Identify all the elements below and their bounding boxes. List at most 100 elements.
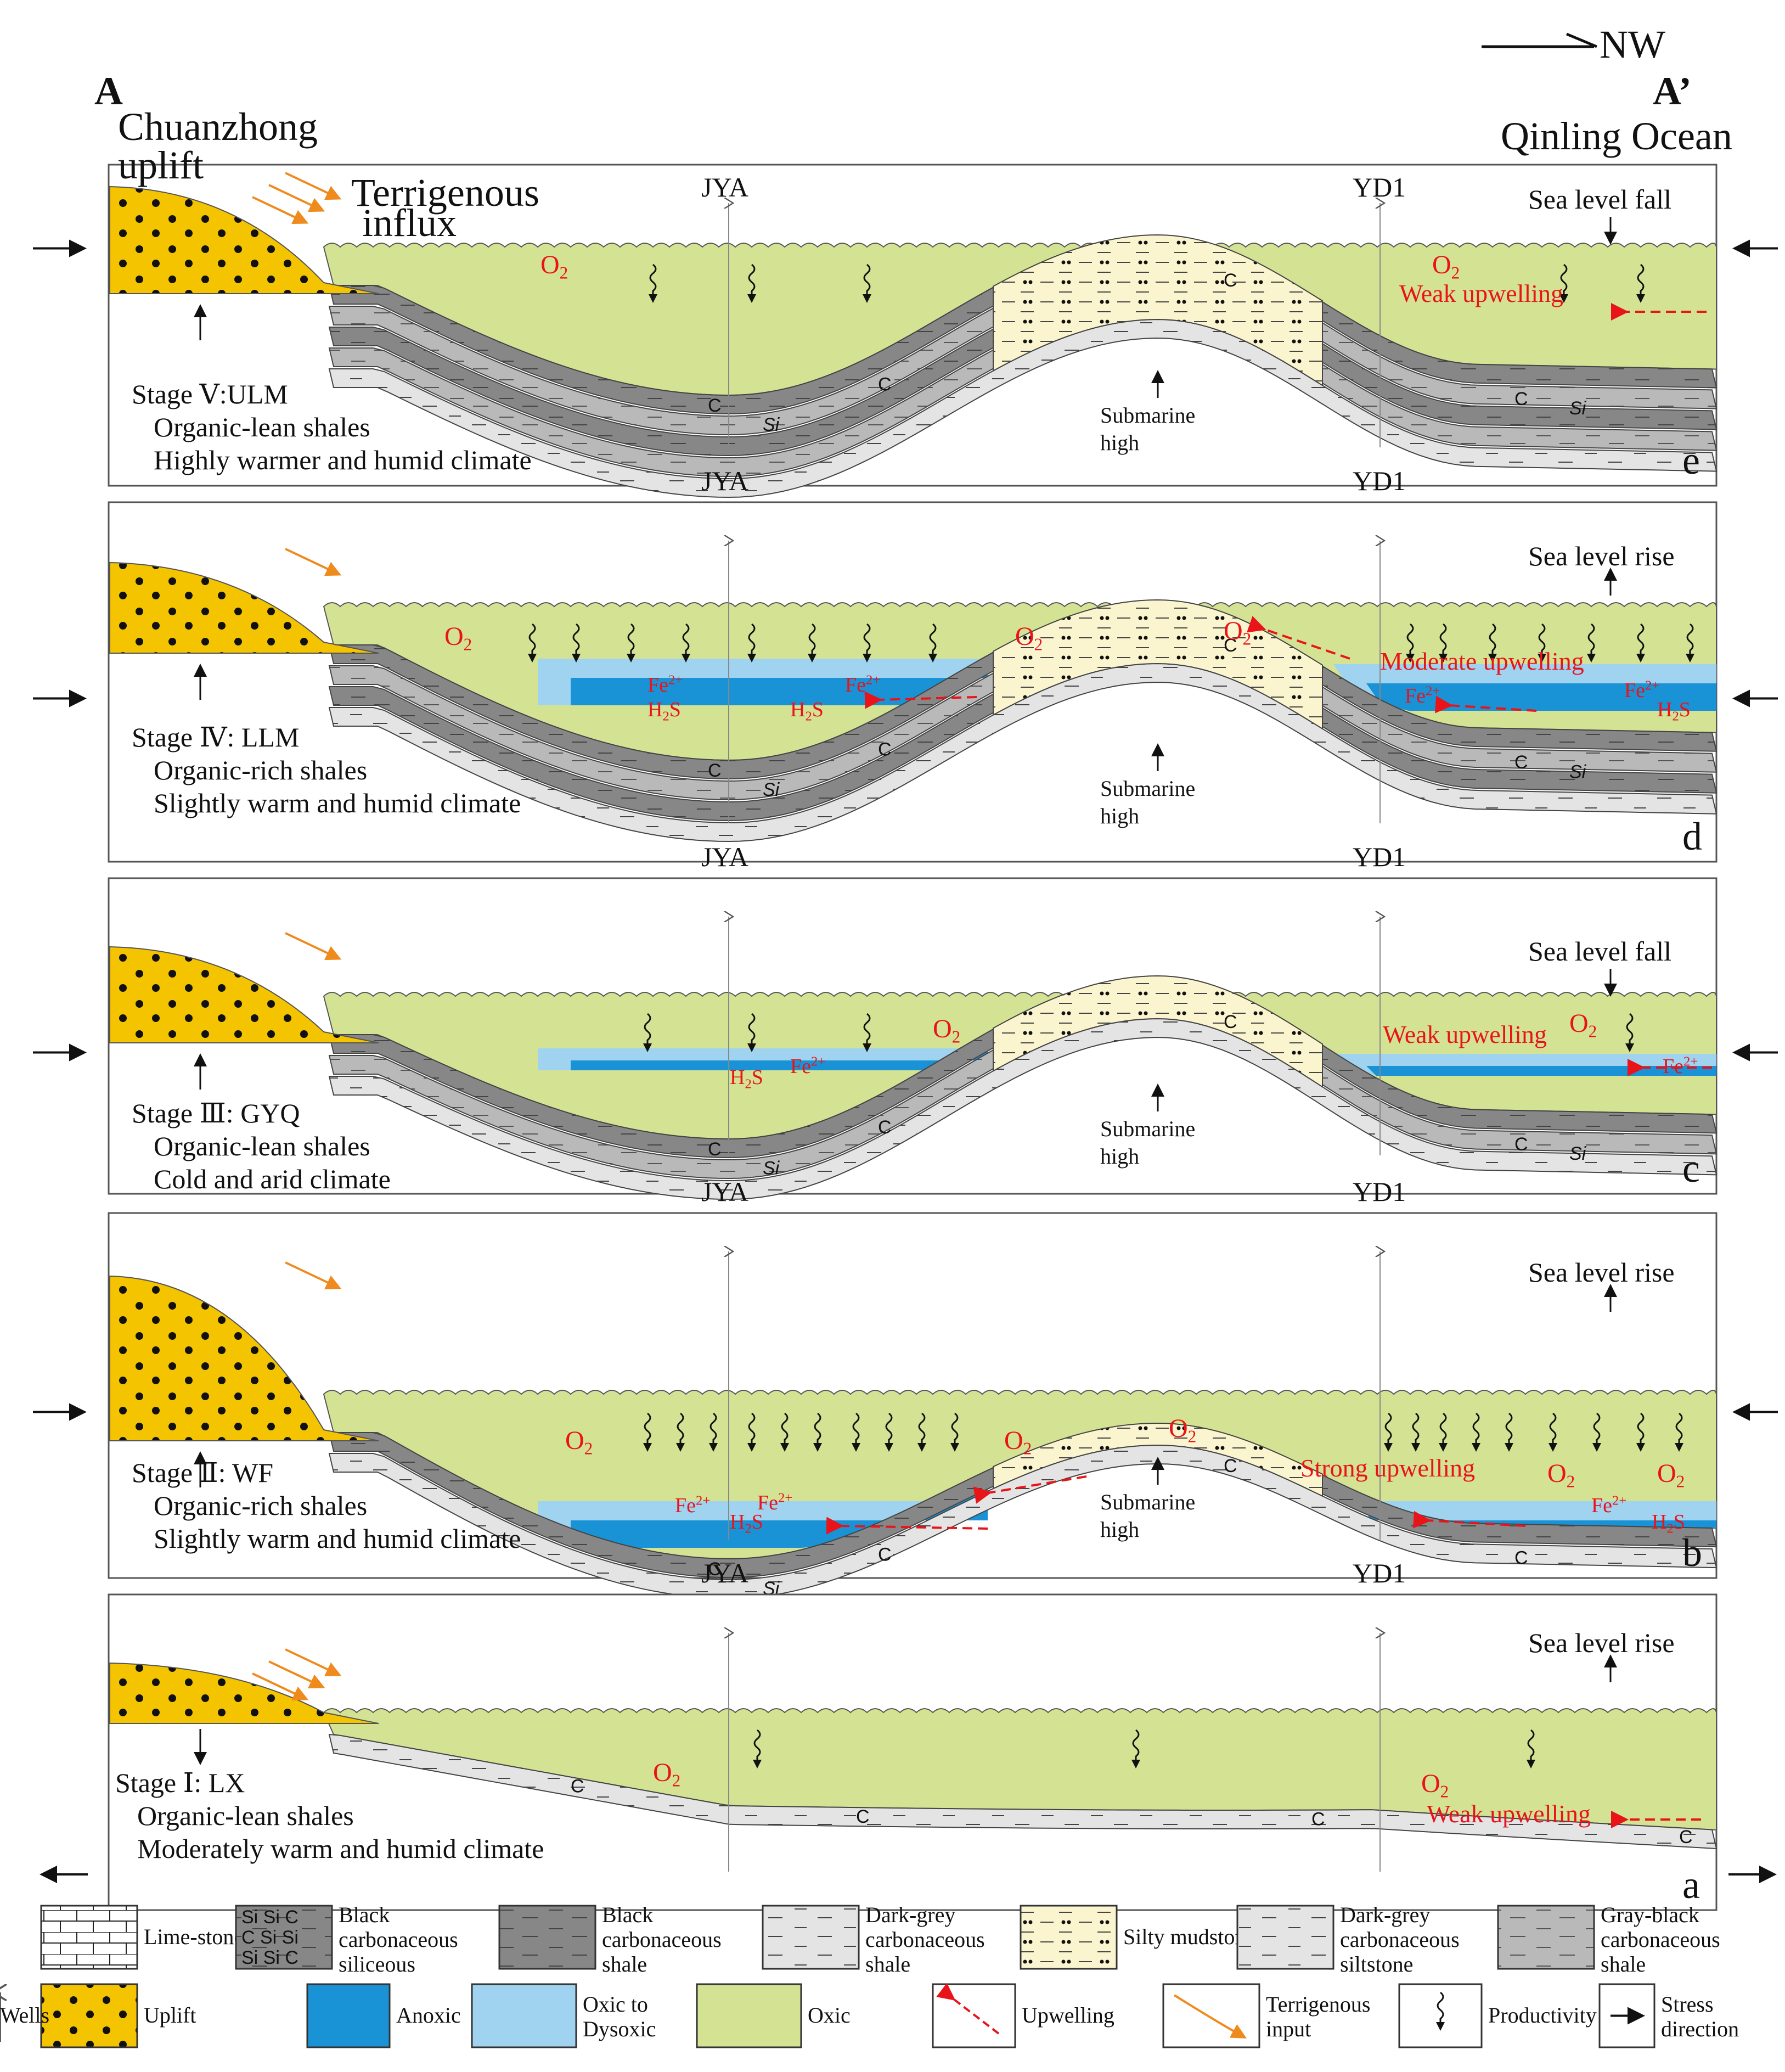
upwelling-label: Strong upwelling	[1300, 1454, 1475, 1482]
panel-letter: b	[1682, 1531, 1702, 1575]
sea-level-label: Sea level rise	[1528, 1257, 1675, 1288]
sediment-layer	[328, 621, 1718, 801]
upwelling-arrow	[864, 691, 977, 709]
legend-item-anoxic: Anoxic	[306, 1983, 461, 2048]
productivity-icon	[808, 623, 817, 662]
h2s-label: H2S	[730, 1066, 763, 1092]
legend-swatch	[762, 1905, 860, 1970]
legend-terrigenous-arrow	[1173, 1994, 1247, 2039]
lithology-label: C	[708, 760, 722, 781]
productivity-icon	[780, 1412, 789, 1452]
productivity-icon	[528, 623, 537, 662]
sediment-layer	[328, 997, 1718, 1180]
lithology-label: C	[1224, 1456, 1237, 1476]
o2-label: O2	[1169, 1414, 1196, 1446]
sea-level-label: Sea level fall	[1528, 936, 1671, 967]
upwelling-label: Weak upwelling	[1399, 279, 1563, 307]
silty-mudstone-body	[993, 234, 1323, 386]
well-label: YD1	[1353, 841, 1406, 872]
sediment-layer	[328, 235, 1718, 414]
productivity-icon	[1411, 1412, 1420, 1452]
o2-label: O2	[565, 1426, 593, 1458]
h2s-label: H2S	[1652, 1511, 1685, 1536]
anoxic-zone	[1366, 1500, 1716, 1548]
sediment-layer	[328, 256, 1718, 435]
lithology-label: Si	[1569, 761, 1587, 782]
terrigenous-arrow	[268, 1660, 325, 1689]
o2-label: O2	[933, 1014, 960, 1047]
legend-label: Oxic	[808, 2003, 851, 2028]
productivity-icon	[747, 1013, 756, 1052]
oxic-water	[323, 1708, 1717, 1831]
sea-level-label: Sea level rise	[1528, 541, 1675, 571]
lithology-label: C	[878, 739, 892, 760]
productivity-icon	[627, 623, 635, 662]
legend-item-oxic: Oxic	[696, 1983, 851, 2048]
productivity-icon	[863, 1013, 871, 1052]
productivity-icon	[1587, 623, 1596, 662]
stage-climate: Slightly warm and humid climate	[154, 1523, 521, 1554]
productivity-icon	[1636, 1412, 1645, 1452]
well-label: YD1	[1353, 1558, 1406, 1588]
productivity-icon	[1439, 1412, 1448, 1452]
sediment-layer	[328, 1018, 1718, 1200]
lithology-label: C	[1679, 1827, 1693, 1848]
lithology-label: C	[1514, 1134, 1528, 1155]
lithology-label: C	[1514, 752, 1528, 773]
sediment-layer	[328, 1733, 1718, 1850]
sediment-layer	[328, 277, 1718, 456]
legend-swatch	[235, 1905, 333, 1970]
anoxic-zone	[571, 1032, 988, 1070]
o2-label: O2	[653, 1758, 680, 1790]
legend-swatch	[1236, 1905, 1334, 1970]
lithology-label: C	[708, 1139, 722, 1160]
terrigenous-arrow	[285, 172, 342, 200]
h2s-label: H2S	[647, 698, 681, 724]
terrigenous-arrow	[252, 196, 309, 224]
upwelling-arrow	[1247, 616, 1350, 660]
legend-swatch	[40, 1905, 138, 1970]
lithology-label: Si	[763, 414, 780, 435]
stage-title: Stage Ⅰ: LX	[115, 1767, 245, 1798]
stage-climate: Highly warmer and humid climate	[154, 445, 532, 475]
silty-mudstone-body	[993, 975, 1323, 1088]
h2s-label: H2S	[730, 1511, 763, 1536]
legend-label: Uplift	[144, 2003, 196, 2028]
legend-upwelling-arrow	[936, 1983, 1000, 2035]
productivity-icon	[1131, 1729, 1140, 1768]
productivity-icon	[1505, 1412, 1513, 1452]
uplift-body	[109, 1275, 379, 1441]
terrigenous-arrow	[268, 184, 325, 212]
legend-item-productivity: Productivity	[1398, 1983, 1597, 2048]
fe2-label: Fe2+	[675, 1493, 710, 1517]
figure-header: A A’ NW Qinling Ocean	[94, 23, 1732, 158]
upwelling-label: Moderate upwelling	[1380, 647, 1584, 675]
lithology-label: C	[1224, 1012, 1237, 1032]
legend-swatch	[40, 1983, 138, 2048]
h2s-label: H2S	[790, 698, 824, 724]
lithology-label: C	[1514, 389, 1528, 409]
productivity-icon	[813, 1412, 822, 1452]
productivity-icon	[1636, 623, 1645, 662]
terrigenous-arrow	[285, 932, 342, 961]
stage-title: Stage Ⅳ: LLM	[132, 722, 299, 753]
well-label: JYA	[701, 1558, 748, 1588]
legend-label: Upwelling	[1022, 2003, 1114, 2028]
uplift-body	[109, 946, 379, 1043]
section-start-label: A	[94, 69, 123, 113]
panel-letter: d	[1682, 815, 1702, 858]
panel-letter: c	[1682, 1147, 1700, 1191]
lithology-label: Si	[1569, 1143, 1587, 1164]
upwelling-arrow	[973, 1475, 1087, 1504]
stage-climate: Slightly warm and humid climate	[154, 788, 521, 818]
